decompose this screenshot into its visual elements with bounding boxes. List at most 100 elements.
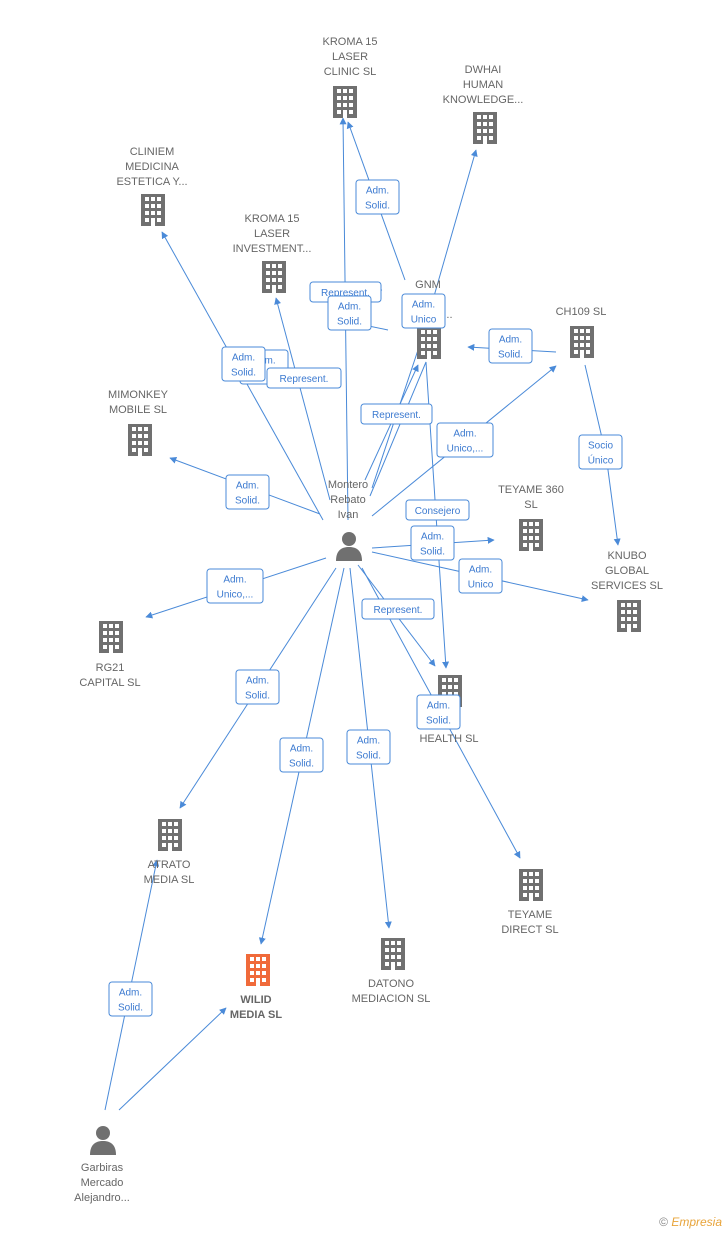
- node-label: SERVICES SL: [591, 580, 663, 592]
- edge-label-text: Solid.: [365, 201, 390, 212]
- node-kroma-clinic[interactable]: KROMA 15 LASER CLINIC SL: [322, 36, 378, 118]
- edge-line: [369, 361, 450, 669]
- node-label: DATONO: [368, 978, 414, 990]
- edge-label-text: Represent.: [374, 605, 423, 616]
- edge-label[interactable]: Adm.Solid.: [279, 737, 324, 773]
- node-label: MIMONKEY: [108, 389, 169, 401]
- edge-label-text: Adm.: [366, 186, 389, 197]
- node-datono[interactable]: DATONO MEDIACION SL: [352, 938, 431, 1005]
- node-label: Mercado: [81, 1177, 124, 1189]
- node-teyame-direct[interactable]: TEYAME DIRECT SL: [501, 869, 559, 936]
- edge-label-text: Adm.: [412, 300, 435, 311]
- edge-label[interactable]: Adm.Solid.: [221, 346, 266, 382]
- node-mimonkey[interactable]: MIMONKEY MOBILE SL: [108, 389, 169, 456]
- edge-label[interactable]: Adm.Solid.: [410, 525, 455, 561]
- node-label: MEDIA SL: [230, 1009, 282, 1021]
- edge-label[interactable]: Adm.Solid.: [488, 328, 533, 364]
- node-garbiras[interactable]: GarbirasMercadoAlejandro...: [74, 1126, 130, 1204]
- building-icon: [570, 326, 594, 358]
- edge-label[interactable]: Represent.: [360, 403, 433, 425]
- edge-label-box: [355, 179, 400, 215]
- node-label: LASER: [332, 51, 368, 63]
- edge-label-box: [266, 367, 342, 389]
- node-kroma-inv[interactable]: KROMA 15LASERINVESTMENT...: [233, 213, 312, 293]
- edge-label-box: [488, 328, 533, 364]
- edge-label-text: Represent.: [321, 288, 370, 299]
- node-label: CLINIEM: [130, 146, 175, 158]
- node-label: KROMA 15: [322, 36, 377, 48]
- building-icon: [99, 621, 123, 653]
- edge-label[interactable]: Adm. Solid.: [416, 694, 461, 730]
- edge-label-text: Adm.: [427, 701, 450, 712]
- edge-label[interactable]: Adm.Unico,...: [436, 422, 494, 458]
- edge-label-box: [436, 422, 494, 458]
- edge-label-box: [327, 295, 372, 331]
- node-wilid[interactable]: WILID MEDIA SL: [230, 954, 282, 1021]
- node-label: Rebato: [330, 494, 365, 506]
- edge-label-text: Adm.: [223, 575, 246, 586]
- edge-label-text: Solid.: [245, 691, 270, 702]
- building-icon: [417, 327, 441, 359]
- edge-label[interactable]: Adm.Unico: [401, 293, 446, 329]
- edge-label[interactable]: Consejero: [405, 499, 470, 521]
- node-label: MOBILE SL: [109, 404, 167, 416]
- edge-label-box: [221, 346, 266, 382]
- edge-label[interactable]: Adm. Solid.: [225, 474, 270, 510]
- edge-label[interactable]: Adm. Unico,...: [206, 568, 264, 604]
- edge-label-text: Unico,...: [217, 590, 254, 601]
- edge-label-text: Consejero: [415, 506, 461, 517]
- edge-label[interactable]: Adm.Solid.: [235, 669, 280, 705]
- node-label: MEDICINA: [125, 161, 179, 173]
- node-label: RG21: [96, 662, 125, 674]
- edge-label-text: Represent.: [280, 374, 329, 385]
- building-icon: [519, 519, 543, 551]
- building-icon: [617, 600, 641, 632]
- edge-label[interactable]: Adm.Solid.: [327, 295, 372, 331]
- node-label: KROMA 15: [244, 213, 299, 225]
- node-label: INVESTMENT...: [233, 243, 312, 255]
- edge-label[interactable]: Adm.Solid.: [346, 729, 391, 765]
- node-label: KNUBO: [607, 550, 647, 562]
- edge-label-text: Unico: [468, 580, 494, 591]
- edge-label-text: Solid.: [235, 496, 260, 507]
- edge-label-box: [405, 499, 470, 521]
- building-icon: [333, 86, 357, 118]
- node-label: TEYAME: [508, 909, 552, 921]
- building-icon: [262, 261, 286, 293]
- edge-label-text: Adm.: [357, 736, 380, 747]
- empresia-logo[interactable]: Empresia: [671, 1215, 722, 1229]
- edge-label-box: [458, 558, 503, 594]
- node-label: DIRECT SL: [501, 924, 558, 936]
- nodes-layer: KROMA 15 LASER CLINIC SL DWHAIHUMANKNOWLEDG…: [74, 36, 663, 1204]
- edge-label-text: Adm.: [338, 302, 361, 313]
- node-label: KNOWLEDGE...: [443, 94, 524, 106]
- node-label: CH109 SL: [556, 306, 607, 318]
- node-dwhai[interactable]: DWHAIHUMANKNOWLEDGE...: [443, 64, 524, 144]
- edge-label-text: Adm.: [119, 988, 142, 999]
- edge-label-text: Solid.: [426, 716, 451, 727]
- edge-label-text: Adm.: [236, 481, 259, 492]
- node-label: MEDIACION SL: [352, 993, 431, 1005]
- edge-label-text: Adm.: [421, 532, 444, 543]
- edge-label[interactable]: Represent.: [361, 598, 435, 620]
- building-icon: [246, 954, 270, 986]
- edge-label-box: [416, 694, 461, 730]
- edge-label[interactable]: Adm. Solid.: [355, 179, 400, 215]
- edge-label[interactable]: Represent.: [266, 367, 342, 389]
- node-ch109[interactable]: CH109 SL: [556, 306, 607, 358]
- node-label: CAPITAL SL: [79, 677, 140, 689]
- edge-label-box: [206, 568, 264, 604]
- edge-label[interactable]: Adm. Solid.: [108, 981, 153, 1017]
- edge-label-text: Solid.: [118, 1003, 143, 1014]
- node-label: CLINIC SL: [324, 66, 377, 78]
- edge-label-text: Unico,...: [447, 444, 484, 455]
- node-label: WILID: [240, 994, 271, 1006]
- edge-label[interactable]: Adm.Unico: [458, 558, 503, 594]
